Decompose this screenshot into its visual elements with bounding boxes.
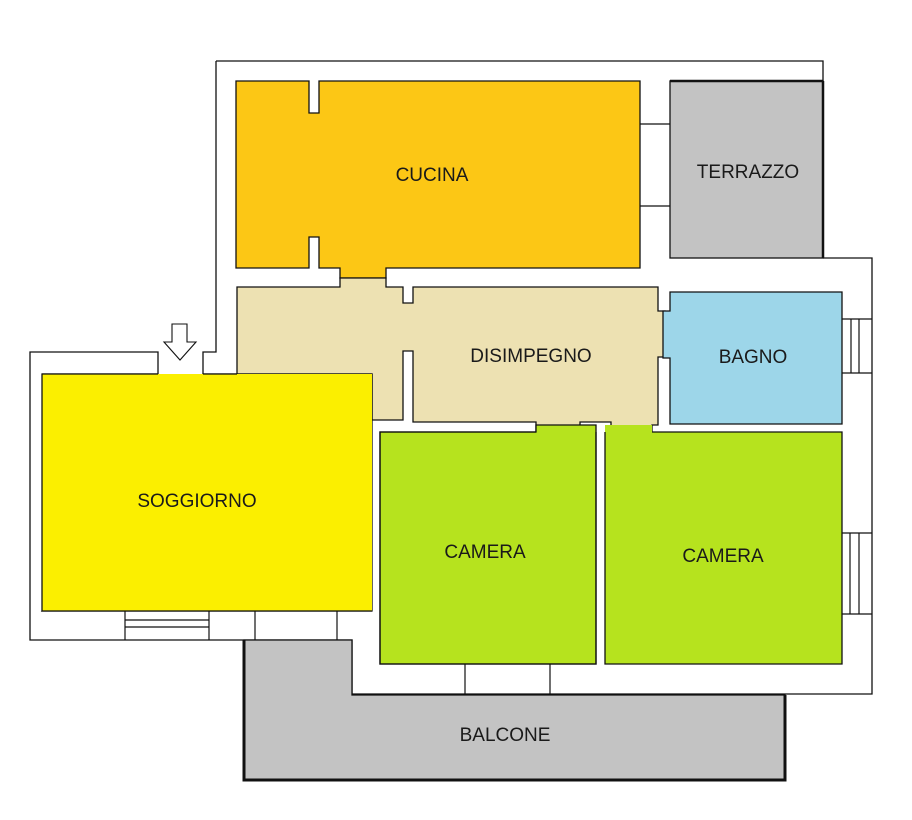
room-terrazzo[interactable]: TERRAZZO (669, 79, 825, 259)
camera2-floor (605, 425, 842, 664)
window-soggiorno (124, 611, 338, 640)
window-camera1 (464, 664, 551, 694)
window-bagno (842, 318, 872, 374)
room-soggiorno[interactable]: SOGGIORNO (40, 373, 373, 612)
room-label-balcone: BALCONE (460, 725, 551, 746)
room-camera-1[interactable]: CAMERA (379, 424, 597, 665)
arrow-down-icon (162, 323, 198, 361)
room-label-camera-2: CAMERA (682, 546, 764, 567)
room-camera-2[interactable]: CAMERA (604, 425, 843, 665)
room-bagno[interactable]: BAGNO (662, 291, 843, 425)
room-balcone[interactable]: BALCONE (242, 639, 787, 782)
room-label-cucina: CUCINA (396, 165, 469, 186)
room-label-camera-1: CAMERA (444, 542, 526, 563)
window-camera2 (842, 532, 872, 615)
room-cucina[interactable]: CUCINA (235, 80, 641, 279)
room-label-disimpegno: DISIMPEGNO (470, 346, 591, 367)
bagno-floor (662, 291, 843, 425)
room-label-soggiorno: SOGGIORNO (137, 491, 256, 512)
room-disimpegno[interactable]: DISIMPEGNO (236, 277, 666, 433)
room-label-terrazzo: TERRAZZO (697, 162, 799, 183)
room-label-bagno: BAGNO (719, 347, 788, 368)
